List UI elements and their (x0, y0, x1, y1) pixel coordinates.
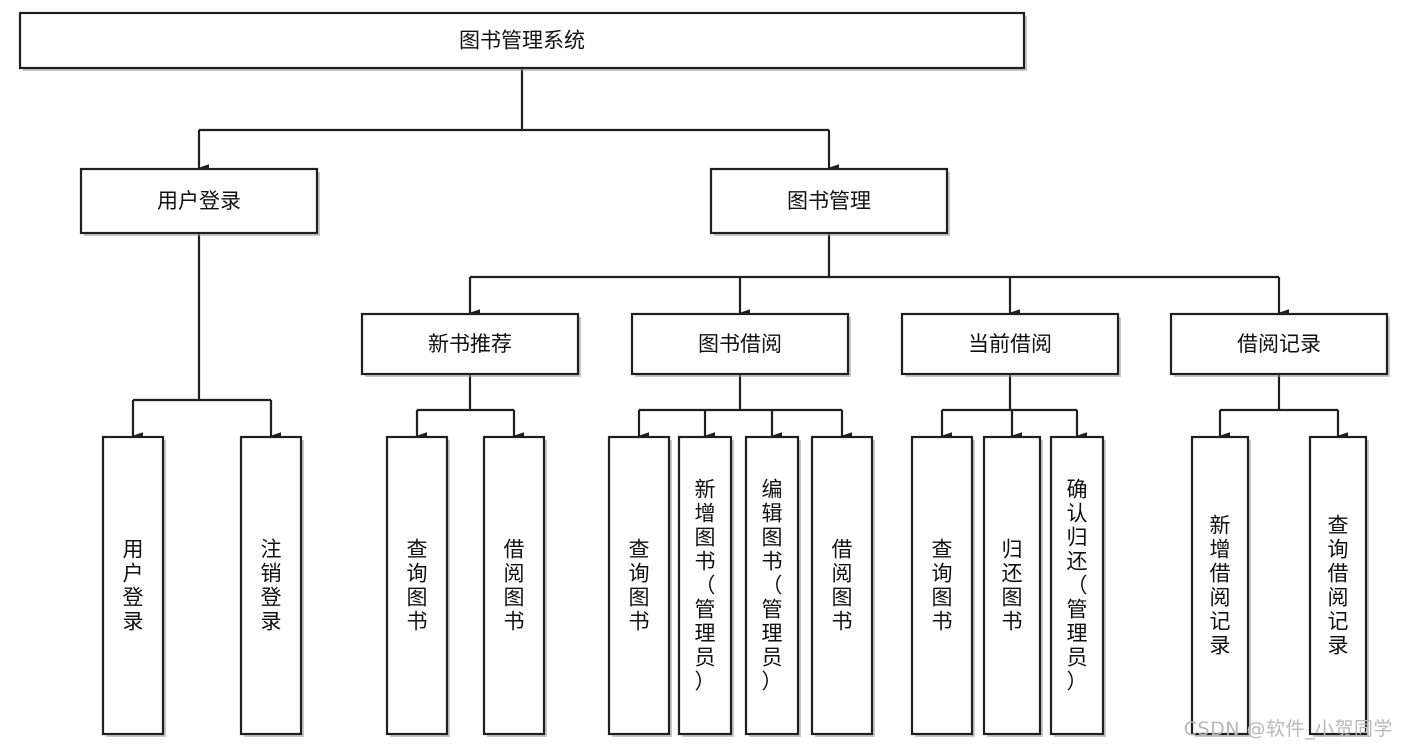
node-label: 用户登录 (157, 189, 241, 213)
node-leaf-edit-book-admin[interactable]: 编辑图书（管理员） (744, 435, 801, 737)
node-label: 确认归还（管理员） (1067, 478, 1088, 694)
node-label: 借阅图书 (832, 538, 853, 634)
node-leaf-query-borrow-record[interactable]: 查询借阅记录 (1308, 435, 1369, 737)
node-label: 用户登录 (123, 538, 144, 634)
node-leaf-user-login[interactable]: 用户登录 (101, 435, 166, 737)
node-leaf-add-borrow-record[interactable]: 新增借阅记录 (1190, 435, 1251, 737)
node-current-borrow[interactable]: 当前借阅 (900, 312, 1121, 377)
node-label: 查询借阅记录 (1328, 514, 1349, 658)
node-label: 图书管理系统 (459, 29, 585, 53)
node-leaf-query-book-current[interactable]: 查询图书 (910, 435, 975, 737)
node-label: 当前借阅 (968, 332, 1052, 356)
node-label: 新增图书（管理员） (695, 478, 716, 694)
node-leaf-query-book-borrow[interactable]: 查询图书 (607, 435, 672, 737)
node-leaf-confirm-return-admin[interactable]: 确认归还（管理员） (1049, 435, 1106, 737)
node-leaf-query-book-recommend[interactable]: 查询图书 (385, 435, 450, 737)
node-label: 注销登录 (261, 538, 282, 634)
node-label: 新书推荐 (428, 332, 512, 356)
node-label: 借阅记录 (1237, 332, 1321, 356)
node-leaf-borrow-book-recommend[interactable]: 借阅图书 (482, 435, 547, 737)
node-label: 图书借阅 (698, 332, 782, 356)
node-label: 图书管理 (787, 189, 871, 213)
node-label: 查询图书 (629, 538, 650, 634)
node-label: 查询图书 (407, 538, 428, 634)
node-book-borrow[interactable]: 图书借阅 (630, 312, 851, 377)
node-label: 归还图书 (1002, 538, 1023, 634)
node-leaf-return-book[interactable]: 归还图书 (982, 435, 1043, 737)
node-leaf-add-book-admin[interactable]: 新增图书（管理员） (677, 435, 734, 737)
node-book-manage[interactable]: 图书管理 (709, 167, 950, 236)
node-leaf-borrow-book[interactable]: 借阅图书 (810, 435, 875, 737)
node-label: 编辑图书（管理员） (762, 478, 783, 694)
node-user-login[interactable]: 用户登录 (79, 167, 320, 236)
nodes-layer: 图书管理系统用户登录图书管理新书推荐图书借阅当前借阅借阅记录用户登录注销登录查询… (18, 11, 1390, 737)
node-borrow-record[interactable]: 借阅记录 (1169, 312, 1390, 377)
edges-layer (131, 68, 1348, 440)
node-label: 查询图书 (932, 538, 953, 634)
node-label: 借阅图书 (504, 538, 525, 634)
node-new-book-recommend[interactable]: 新书推荐 (360, 312, 581, 377)
node-root[interactable]: 图书管理系统 (18, 11, 1027, 71)
node-leaf-logout[interactable]: 注销登录 (239, 435, 304, 737)
node-label: 新增借阅记录 (1210, 514, 1231, 658)
